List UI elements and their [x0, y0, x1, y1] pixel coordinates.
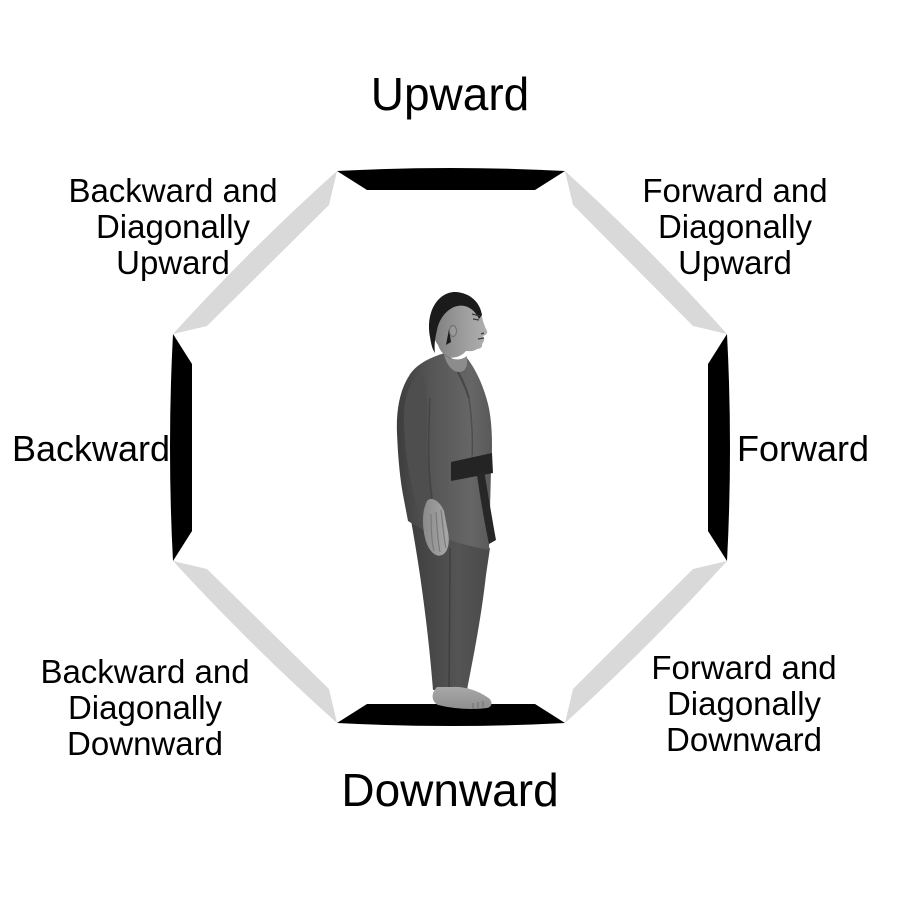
figure-ear [449, 325, 457, 337]
figure-hand [422, 499, 449, 556]
label-line: Diagonally [67, 689, 223, 726]
label-backward-diagonally-downward: Backward and Diagonally Downward [0, 654, 295, 762]
label-forward-diagonally-upward: Forward and Diagonally Upward [585, 173, 885, 281]
segment-right [708, 334, 730, 561]
diagonal-segments [173, 171, 727, 723]
label-line: Backward and [40, 653, 250, 690]
label-line: Diagonally [95, 208, 251, 245]
figure-arm-shading [427, 397, 433, 499]
figure-toe-lines [472, 701, 484, 709]
segment-top [337, 168, 565, 190]
figure-lapel-line [468, 397, 474, 459]
segment-top-right-diagonal [565, 171, 727, 334]
segment-bottom-right-diagonal [565, 561, 727, 723]
label-backward: Backward [11, 428, 170, 469]
segment-left [170, 334, 192, 561]
figure-leg-crease [448, 547, 451, 691]
label-backward-diagonally-upward: Backward and Diagonally Upward [23, 173, 323, 281]
label-forward-diagonally-downward: Forward and Diagonally Downward [594, 650, 894, 758]
figure-face-lines [471, 313, 485, 340]
label-line: Downward [67, 725, 223, 762]
label-line: Backward and [68, 172, 278, 209]
label-line: Diagonally [657, 208, 813, 245]
label-line: Forward and [642, 172, 828, 209]
segment-bottom [337, 704, 565, 726]
figure-neck [444, 355, 467, 372]
figure-sideburn [446, 329, 451, 345]
segment-bottom-left-diagonal [173, 561, 337, 723]
segment-top-left-diagonal [173, 171, 337, 334]
label-forward: Forward [737, 428, 870, 469]
figure-arm [404, 374, 433, 508]
figure-belt-tail [477, 470, 496, 544]
label-line: Downward [666, 721, 822, 758]
human-figure [396, 291, 496, 709]
label-downward: Downward [341, 764, 559, 816]
label-upward: Upward [370, 68, 530, 120]
label-line: Diagonally [666, 685, 822, 722]
figure-finger-lines [430, 509, 447, 553]
figure-hair [429, 291, 482, 353]
label-line: Upward [678, 244, 792, 281]
figure-front-foot [432, 686, 492, 709]
label-line: Upward [116, 244, 230, 281]
cardinal-segments [170, 168, 730, 726]
label-line: Forward and [651, 649, 837, 686]
